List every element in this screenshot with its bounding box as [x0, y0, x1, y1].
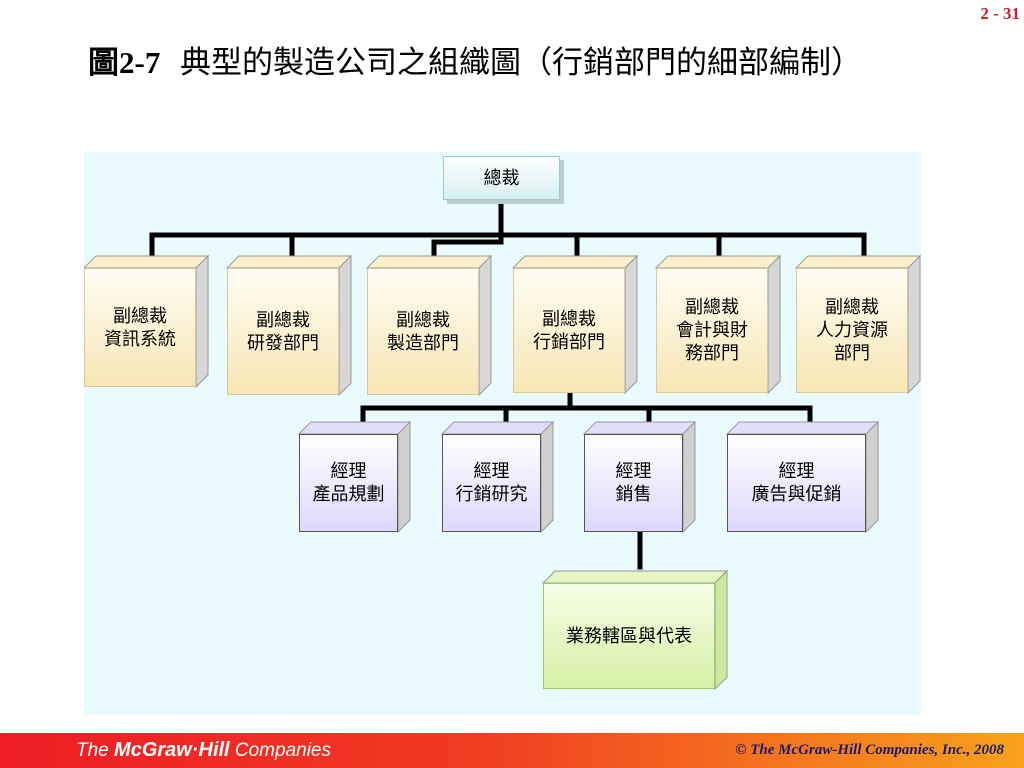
manager-advertising-promotion-box[interactable]: 經理 廣告與促銷 [727, 434, 866, 532]
mgr-3-line-1: 經理 [615, 461, 652, 482]
figure-number: 圖2-7 [88, 45, 161, 80]
president-label: 總裁 [483, 167, 520, 189]
mgr-1-line-2: 產品規劃 [312, 484, 385, 505]
vp-rnd-box[interactable]: 副總裁 研發部門 [227, 268, 339, 395]
president-box[interactable]: 總裁 [443, 156, 560, 200]
vp-2-line-1: 副總裁 [256, 309, 310, 331]
vp-manufacturing-box[interactable]: 副總裁 製造部門 [367, 268, 479, 395]
vp-information-systems-box[interactable]: 副總裁 資訊系統 [84, 268, 196, 387]
vp-marketing-box[interactable]: 副總裁 行銷部門 [513, 268, 625, 393]
mgr-1-line-1: 經理 [330, 461, 367, 482]
page-number: 2 - 31 [980, 4, 1020, 23]
vp-accounting-finance-box[interactable]: 副總裁 會計與財 務部門 [656, 268, 768, 393]
mgr-4-line-2: 廣告與促銷 [751, 484, 842, 505]
vp-human-resources-box[interactable]: 副總裁 人力資源 部門 [796, 268, 908, 393]
connector-vp-3 [431, 232, 504, 261]
slide-title: 圖2-7 典型的製造公司之組織圖（行銷部門的細部編制） [88, 40, 968, 86]
mgr-4-line-1: 經理 [778, 461, 815, 482]
vp-3-line-2: 製造部門 [387, 332, 459, 354]
logo-suffix: Companies [234, 740, 331, 761]
vp-3-line-1: 副總裁 [396, 309, 450, 331]
vp-6-line-2: 人力資源 [816, 320, 888, 341]
vp-5-line-2: 會計與財 [676, 320, 748, 341]
sales-territories-box[interactable]: 業務轄區與代表 [543, 583, 715, 689]
mgr-2-line-2: 行銷研究 [455, 484, 528, 505]
org-chart: 總裁 副總裁 資訊系統 副總裁 研發部門 副總裁 製造部門 副總裁 行銷部門 副… [84, 152, 921, 715]
vp-5-line-3: 務部門 [685, 343, 739, 364]
manager-sales-box[interactable]: 經理 銷售 [584, 434, 683, 532]
mgr-2-line-1: 經理 [473, 461, 510, 482]
vp-2-line-2: 研發部門 [247, 332, 319, 354]
vp-1-line-1: 副總裁 [113, 305, 167, 327]
vp-6-line-1: 副總裁 [825, 297, 879, 318]
vp-6-line-3: 部門 [834, 343, 870, 364]
vp-4-line-1: 副總裁 [542, 308, 596, 330]
sales-territories-label: 業務轄區與代表 [566, 625, 692, 647]
vp-5-line-1: 副總裁 [685, 297, 739, 318]
footer-bar: The McGraw·Hill Companies © The McGraw-H… [0, 733, 1024, 768]
mgr-3-line-2: 銷售 [615, 484, 652, 505]
manager-marketing-research-box[interactable]: 經理 行銷研究 [442, 434, 541, 532]
manager-product-planning-box[interactable]: 經理 產品規劃 [299, 434, 398, 532]
logo-brand: McGraw·Hill [114, 739, 230, 761]
copyright-notice: © The McGraw-Hill Companies, Inc., 2008 [735, 742, 1004, 758]
vp-1-line-2: 資訊系統 [104, 328, 176, 350]
figure-title: 典型的製造公司之組織圖（行銷部門的細部編制） [180, 45, 863, 81]
mcgraw-hill-logo: The McGraw·Hill Companies [76, 739, 331, 762]
logo-prefix: The [76, 740, 109, 761]
vp-4-line-2: 行銷部門 [533, 331, 605, 353]
